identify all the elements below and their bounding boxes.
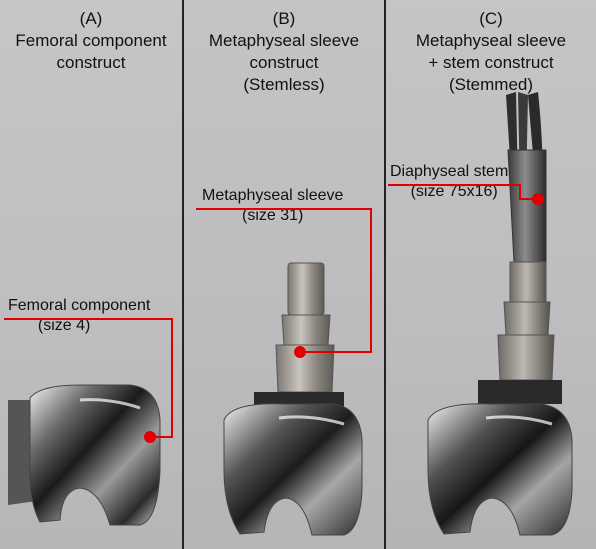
femoral-component-photo <box>8 384 161 526</box>
stemmed-construct-photo <box>427 92 573 536</box>
femoral-component-size: (size 4) <box>37 317 91 334</box>
divider-b-c <box>384 0 386 549</box>
panel-b-title-line-3: (Stemless) <box>243 75 325 94</box>
panel-c-title-line-3: (Stemmed) <box>448 75 534 94</box>
panel-b-caption: (B) Metaphyseal sleeve construct (Stemle… <box>184 8 384 96</box>
sleeve-lower-step <box>275 344 335 393</box>
panel-a-title-line-2: construct <box>56 53 126 72</box>
panel-c-title-line-2: + stem construct <box>428 53 554 72</box>
sleeve-top-rod <box>287 262 325 316</box>
sleeve-c-lower <box>497 334 555 381</box>
panel-c-caption: (C) Metaphyseal sleeve + stem construct … <box>386 8 596 96</box>
panel-a-title-line-1: Femoral component <box>15 31 167 50</box>
sleeve-construct-photo <box>223 262 363 536</box>
panel-b-title-line-1: Metaphyseal sleeve <box>208 31 360 50</box>
femoral-component-shape <box>29 384 161 526</box>
panel-b-title-line-2: construct <box>249 53 319 72</box>
panel-c-letter: (C) <box>479 9 503 28</box>
diaphyseal-stem-name: Diaphyseal stem <box>390 163 509 180</box>
femoral-c-highlight <box>485 415 553 426</box>
diaphyseal-stem-size: (size 75x16) <box>410 183 498 200</box>
panel-c: (C) Metaphyseal sleeve + stem construct … <box>386 0 596 549</box>
panel-a: (A) Femoral component construct Femoral … <box>0 0 182 549</box>
panel-b-letter: (B) <box>272 9 296 28</box>
metaphyseal-sleeve-label: Metaphyseal sleeve (size 31) <box>202 186 343 226</box>
diaphyseal-stem-label: Diaphyseal stem (size 75x16) <box>390 162 508 202</box>
divider-a-b <box>182 0 184 549</box>
femoral-component-label: Femoral component (size 4) <box>8 296 150 336</box>
sleeve-c-base <box>478 380 562 404</box>
sleeve-c-upper <box>503 301 551 336</box>
panel-c-title-line-1: Metaphyseal sleeve <box>415 31 567 50</box>
metaphyseal-sleeve-size: (size 31) <box>242 207 304 224</box>
stem-connector <box>509 261 547 303</box>
panel-b: (B) Metaphyseal sleeve construct (Stemle… <box>184 0 384 549</box>
diaphyseal-stem-body <box>507 149 547 263</box>
femoral-component-c-shape <box>427 403 573 536</box>
panel-a-letter: (A) <box>79 9 103 28</box>
sleeve-upper-step <box>281 314 331 346</box>
panel-a-caption: (A) Femoral component construct <box>0 8 182 74</box>
femoral-component-b-shape <box>223 403 363 536</box>
metaphyseal-sleeve-name: Metaphyseal sleeve <box>202 187 344 204</box>
femoral-component-name: Femoral component <box>8 297 151 314</box>
femoral-b-highlight <box>278 415 345 426</box>
